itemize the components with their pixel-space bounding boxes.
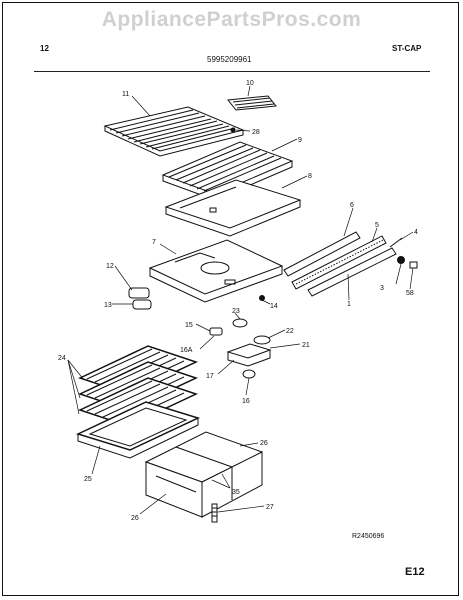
callout-3: 3 (380, 285, 384, 292)
callout-10: 10 (246, 80, 254, 87)
callout-17: 17 (206, 373, 214, 380)
callout-23: 23 (232, 308, 240, 315)
callout-14: 14 (270, 303, 278, 310)
callout-9: 9 (298, 137, 302, 144)
callout-13: 13 (104, 302, 112, 309)
header-rule (34, 71, 430, 72)
callout-1: 1 (347, 301, 351, 308)
callout-4: 4 (414, 229, 418, 236)
part-shelf-frame (75, 401, 201, 459)
part-clip (389, 237, 403, 248)
part-crisper-cover (148, 239, 284, 303)
part-glass-shelves (77, 345, 199, 427)
part-fastener (409, 261, 418, 269)
part-damper-housing (226, 343, 272, 367)
part-control-seal (242, 369, 256, 379)
part-rail-upper (283, 231, 361, 277)
part-rail-middle (291, 235, 387, 290)
callout-25: 25 (84, 476, 92, 483)
callout-5: 5 (375, 222, 379, 229)
callout-8: 8 (308, 173, 312, 180)
callout-6: 6 (350, 202, 354, 209)
part-bracket-12 (128, 287, 150, 299)
callout-58: 58 (406, 290, 414, 297)
callout-11: 11 (122, 91, 129, 98)
part-rail-lower (307, 247, 397, 297)
watermark: AppliancePartsPros.com (101, 8, 362, 31)
part-bracket-13 (132, 299, 152, 310)
drawing-reference-code: R2450696 (352, 533, 385, 540)
callout-28: 28 (252, 129, 260, 136)
leader-lines (67, 85, 414, 515)
callout-26-top: 26 (260, 440, 268, 447)
callout-7: 7 (152, 239, 156, 246)
part-screw (397, 256, 405, 264)
callout-22: 22 (286, 328, 294, 335)
header-left: 12 (40, 44, 49, 53)
callout-35: 35 (232, 489, 240, 496)
part-tray (164, 179, 302, 237)
callout-26-bottom: 26 (131, 515, 139, 522)
part-grille (227, 95, 277, 111)
callout-12: 12 (106, 263, 114, 270)
callout-21: 21 (302, 342, 310, 349)
part-drawer-glide (211, 503, 218, 523)
callout-15: 15 (185, 322, 193, 329)
callout-16a: 16A (180, 347, 193, 354)
callout-labels: 10 11 28 9 8 7 6 5 4 3 58 1 14 12 13 23 … (58, 80, 418, 522)
part-crisper-drawer (144, 431, 264, 518)
header-part-number: 5995209961 (207, 55, 252, 64)
part-small-clip (230, 127, 236, 133)
callout-16: 16 (242, 398, 250, 405)
part-damper-clip (209, 327, 223, 336)
callout-27: 27 (266, 504, 274, 511)
part-control-knob (232, 318, 248, 328)
part-control-assembly (253, 335, 271, 345)
part-pin (259, 295, 265, 301)
callout-24: 24 (58, 355, 66, 362)
page-number: E12 (405, 566, 425, 578)
sheet-border (2, 2, 459, 596)
part-wire-shelf-top (103, 106, 245, 157)
header-right: ST-CAP (392, 44, 422, 53)
